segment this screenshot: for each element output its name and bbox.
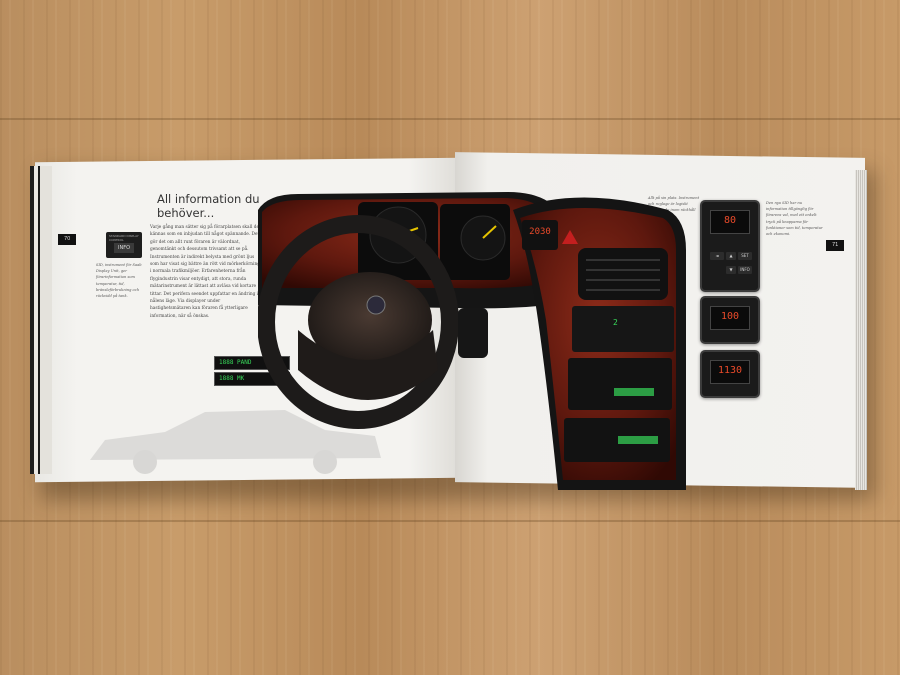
ghost-car-image [90,410,381,474]
climate-panel [572,306,674,352]
set-button[interactable]: SET [738,252,752,260]
steering-wheel-rim [258,215,459,429]
page-number-right: 71 [826,240,845,251]
page-edges [855,170,867,490]
sid-screen: 100 [710,306,750,330]
vent-louvres [586,259,660,291]
page-heading: All information du behöver... [157,192,260,220]
plank-seam [0,118,900,120]
ignition-stalk [458,308,488,358]
climate-display: 2 [613,318,618,327]
info-button[interactable]: INFO [738,266,752,274]
cd-display [618,436,658,444]
sid-screen: 80 [710,210,750,234]
dashboard-photo: 2030 2 [258,192,686,490]
radio-display [614,388,654,396]
left-caption: SID, instrument för Saab Display Unit, g… [96,263,142,299]
sid-pod: 80 ◄ ▲ SET ▼ INFO [700,200,760,292]
sid-button[interactable]: ▼ [726,266,736,274]
page-number-left: 70 [58,234,77,245]
cd-unit [564,418,670,462]
sid-button[interactable]: ▲ [726,252,736,260]
steering-wheel-spokes [298,330,438,400]
radio-unit [568,358,672,410]
clock-display: 2030 [529,227,551,237]
sid-pod: 1130 [700,350,760,398]
sid-button[interactable]: ◄ [710,252,724,260]
info-panel-title: STANDARD DISPLAY CONTROL [109,234,139,242]
plank-seam [0,520,900,522]
hazard-button [562,230,578,244]
saab-emblem [366,295,386,315]
sid-pod: 100 [700,296,760,344]
body-text: Varje gång man sätter sig på förarplatse… [150,225,261,319]
tachometer-needle [482,225,497,239]
right-caption: Den nya SID har nu information tillgängl… [766,201,823,237]
air-vent [578,248,668,300]
info-button[interactable]: INFO [114,243,134,253]
clock-unit [522,220,558,250]
book-spine-left [30,166,52,474]
info-panel: STANDARD DISPLAY CONTROL INFO [106,232,142,258]
sid-screen: 1130 [710,360,750,384]
steering-wheel-hub [308,272,432,368]
